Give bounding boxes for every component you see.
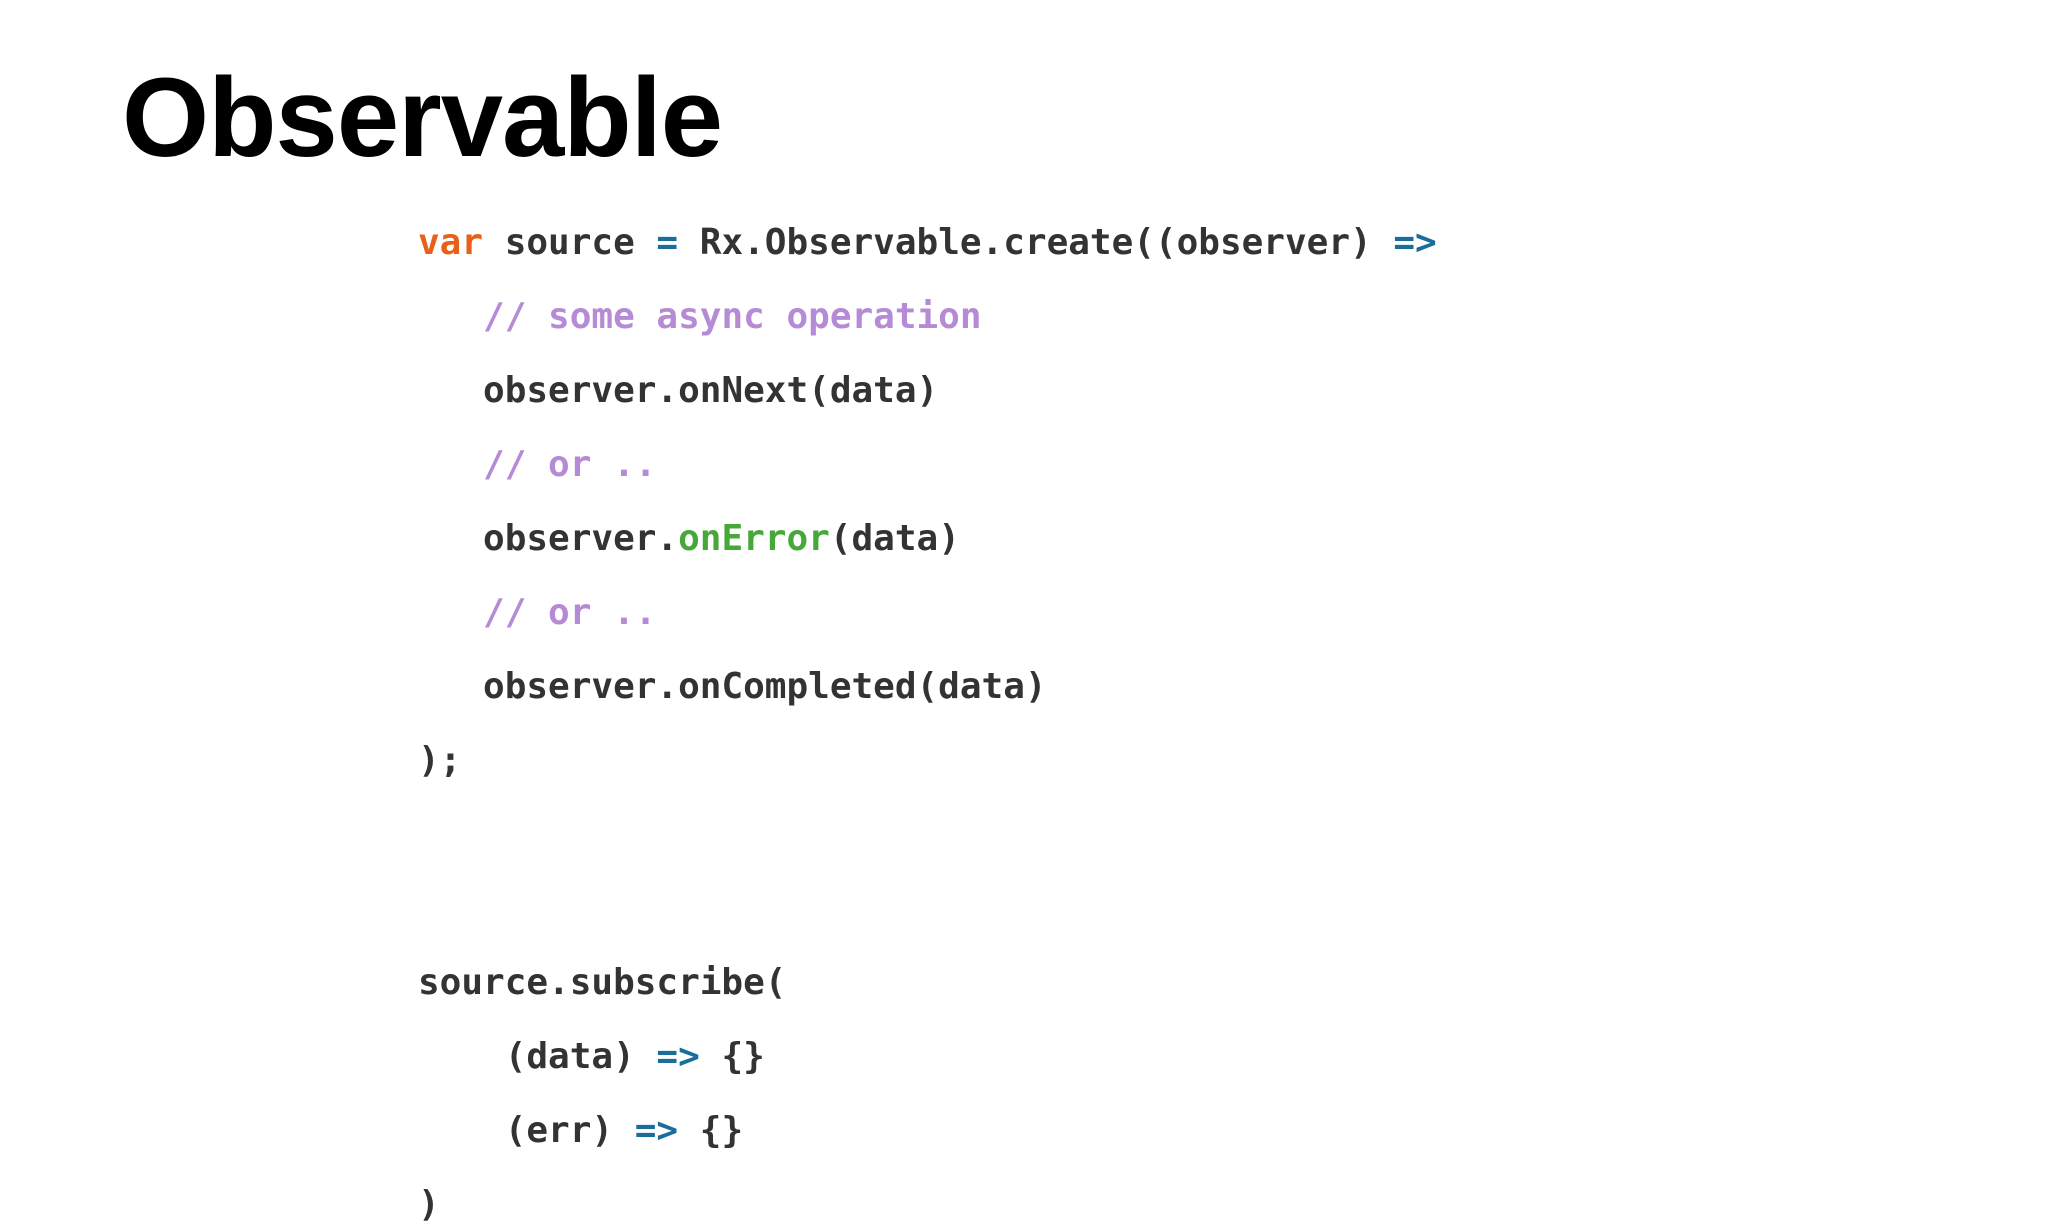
code-indent (418, 296, 483, 337)
code-line: var source = Rx.Observable.create((obser… (418, 218, 1437, 268)
code-indent (418, 444, 483, 485)
code-token-plain: observer.onNext(data) (483, 370, 939, 411)
code-indent (418, 370, 483, 411)
code-line: // or .. (418, 588, 656, 638)
code-token-method-error: onError (678, 518, 830, 559)
code-indent (418, 518, 483, 559)
code-token-plain: (err) (504, 1110, 635, 1151)
code-indent (418, 1036, 505, 1077)
code-indent (418, 666, 483, 707)
code-token-plain: ); (418, 740, 462, 781)
code-token-plain: (data) (504, 1036, 657, 1077)
code-line: source.subscribe( (418, 958, 786, 1008)
slide: Observable var source = Rx.Observable.cr… (122, 55, 1437, 1225)
code-line: (err) => {} (418, 1106, 743, 1156)
code-line: observer.onError(data) (418, 514, 960, 564)
code-indent (418, 592, 483, 633)
slide-title: Observable (122, 55, 723, 180)
code-token-plain: observer.onCompleted(data) (483, 666, 1047, 707)
code-line: // or .. (418, 440, 656, 490)
code-line: ) (418, 1180, 440, 1230)
code-token-plain: observer. (483, 518, 679, 559)
code-line: observer.onCompleted(data) (418, 662, 1047, 712)
code-token-plain: source (483, 222, 657, 263)
code-token-comment: // or .. (483, 444, 657, 485)
code-token-keyword: var (418, 222, 484, 263)
code-token-operator: => (656, 1036, 700, 1077)
code-token-plain: source.subscribe( (418, 962, 787, 1003)
code-token-plain: {} (678, 1110, 744, 1151)
code-line: (data) => {} (418, 1032, 765, 1082)
code-token-operator: => (634, 1110, 679, 1151)
code-token-operator: => (1393, 222, 1437, 263)
code-token-comment: // or .. (483, 592, 657, 633)
code-token-plain: {} (699, 1036, 765, 1077)
code-token-operator: = (656, 222, 679, 263)
code-token-plain: (data) (829, 518, 960, 559)
code-token-plain: Rx.Observable.create((observer) (678, 222, 1394, 263)
code-line: observer.onNext(data) (418, 366, 938, 416)
code-indent (418, 1110, 505, 1151)
code-token-comment: // some async operation (483, 296, 982, 337)
code-line: // some async operation (418, 292, 982, 342)
code-line: ); (418, 736, 461, 786)
code-token-plain: ) (418, 1184, 440, 1225)
